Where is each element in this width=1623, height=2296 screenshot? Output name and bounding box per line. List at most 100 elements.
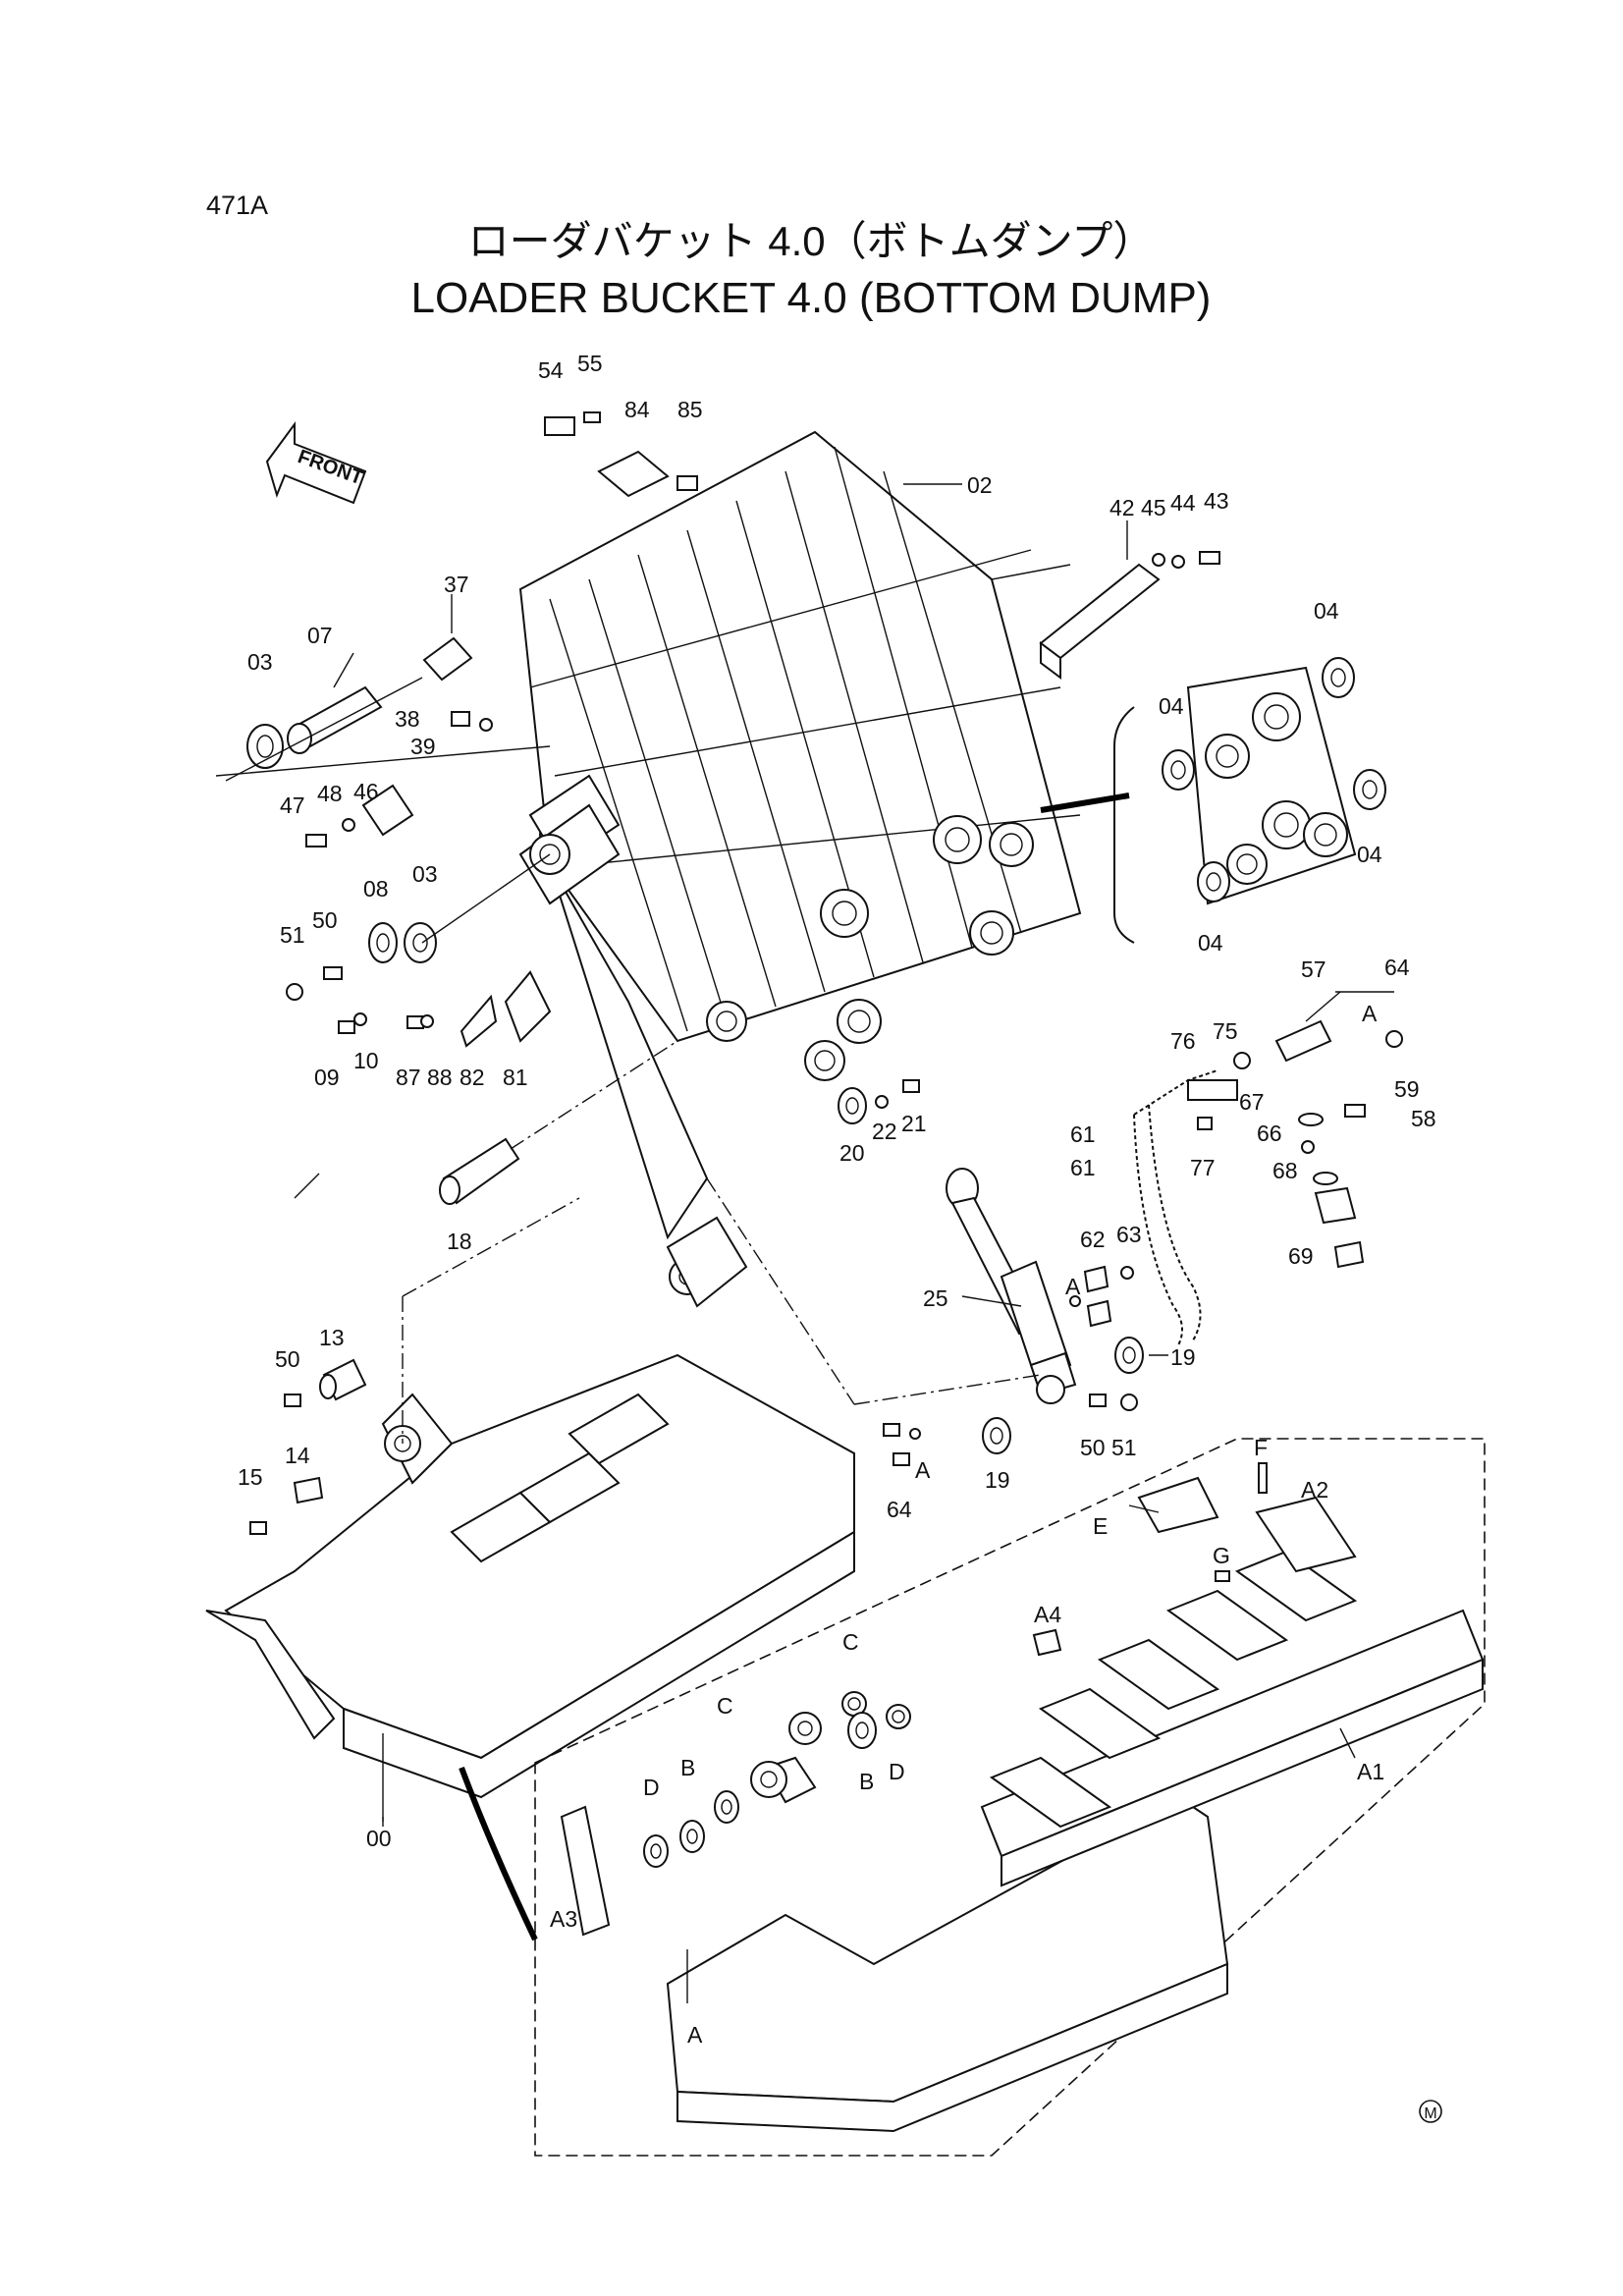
label-63: 63 xyxy=(1116,1222,1142,1247)
label-A-fitting: A xyxy=(1065,1274,1081,1299)
valve-57-group xyxy=(1187,1019,1403,1269)
label-A-bucket: A xyxy=(687,2022,703,2048)
label-22: 22 xyxy=(872,1119,897,1144)
label-43: 43 xyxy=(1204,488,1229,514)
label-B-left: B xyxy=(680,1755,695,1780)
label-18: 18 xyxy=(447,1229,472,1254)
label-15: 15 xyxy=(238,1464,263,1490)
label-51-left: 51 xyxy=(280,922,305,948)
label-64-top: 64 xyxy=(1384,955,1410,980)
label-55: 55 xyxy=(577,351,603,376)
label-04-c: 04 xyxy=(1357,842,1382,867)
label-A-valve: A xyxy=(1362,1001,1378,1026)
fittings-group xyxy=(838,1079,1144,1466)
label-A2: A2 xyxy=(1301,1477,1328,1503)
label-25: 25 xyxy=(923,1285,948,1311)
label-C-right: C xyxy=(842,1629,859,1655)
label-08: 08 xyxy=(363,876,389,902)
label-81: 81 xyxy=(503,1065,528,1090)
label-50-bucket: 50 xyxy=(275,1346,300,1372)
label-45: 45 xyxy=(1141,495,1166,520)
leader-lines xyxy=(294,483,1394,2003)
label-50-center: 50 xyxy=(1080,1435,1106,1460)
label-59: 59 xyxy=(1394,1076,1420,1102)
label-G: G xyxy=(1213,1543,1230,1568)
cover-plate-84 xyxy=(544,411,698,498)
label-07: 07 xyxy=(307,623,333,648)
label-D-left: D xyxy=(643,1775,660,1800)
label-54: 54 xyxy=(538,357,564,383)
label-68: 68 xyxy=(1272,1158,1298,1183)
title-english: LOADER BUCKET 4.0 (BOTTOM DUMP) xyxy=(411,274,1212,322)
page-code: 471A xyxy=(206,191,268,220)
label-00: 00 xyxy=(366,1826,392,1851)
label-04-b: 04 xyxy=(1159,693,1184,719)
front-arrow-icon: FRONT xyxy=(265,420,367,505)
label-44: 44 xyxy=(1170,490,1196,516)
label-A-lower: A xyxy=(915,1457,931,1483)
label-04-a: 04 xyxy=(1314,598,1339,624)
label-69: 69 xyxy=(1288,1243,1314,1269)
label-E: E xyxy=(1093,1513,1108,1539)
label-87: 87 xyxy=(396,1065,421,1090)
label-77: 77 xyxy=(1190,1155,1216,1180)
pin-08-group xyxy=(286,922,552,1048)
label-58: 58 xyxy=(1411,1106,1436,1131)
label-A3: A3 xyxy=(550,1906,577,1932)
label-88: 88 xyxy=(427,1065,453,1090)
corner-mark: M xyxy=(1419,2100,1442,2123)
label-21: 21 xyxy=(901,1111,927,1136)
label-48: 48 xyxy=(317,781,343,806)
label-F: F xyxy=(1254,1435,1268,1460)
label-61-b: 61 xyxy=(1070,1155,1096,1180)
label-10: 10 xyxy=(353,1048,379,1073)
label-47: 47 xyxy=(280,793,305,818)
label-19-lower: 19 xyxy=(985,1467,1010,1493)
label-85: 85 xyxy=(677,397,703,422)
label-84: 84 xyxy=(624,397,650,422)
label-62: 62 xyxy=(1080,1227,1106,1252)
label-D-right: D xyxy=(889,1759,905,1784)
pin-detail-inset xyxy=(1040,657,1386,944)
label-04-d: 04 xyxy=(1198,930,1223,956)
label-57: 57 xyxy=(1301,957,1326,982)
hydraulic-cylinder-25 xyxy=(706,1168,1077,1405)
corner-mark-letter: M xyxy=(1424,2105,1436,2122)
label-20: 20 xyxy=(839,1140,865,1166)
label-64-lower: 64 xyxy=(887,1497,912,1522)
label-75: 75 xyxy=(1213,1018,1238,1044)
label-C-left: C xyxy=(717,1693,733,1719)
bucket-frame-upper xyxy=(518,430,1082,1240)
label-46: 46 xyxy=(353,779,379,804)
label-39: 39 xyxy=(410,734,436,759)
title-japanese: ローダバケット 4.0（ボトムダンプ） xyxy=(468,218,1155,264)
label-13: 13 xyxy=(319,1325,345,1350)
teeth-assembly-inset xyxy=(459,1438,1486,2157)
label-82: 82 xyxy=(460,1065,485,1090)
label-02: 02 xyxy=(967,472,993,498)
bucket-body-00 xyxy=(205,1197,855,1799)
bracket-42-assembly xyxy=(991,551,1220,680)
label-03-top: 03 xyxy=(247,649,273,675)
label-51-center: 51 xyxy=(1111,1435,1137,1460)
label-67: 67 xyxy=(1239,1089,1265,1115)
label-A1: A1 xyxy=(1357,1759,1384,1784)
pin-18 xyxy=(439,1040,678,1205)
label-14: 14 xyxy=(285,1443,310,1468)
label-61-a: 61 xyxy=(1070,1121,1096,1147)
bucket-pin-13-group xyxy=(249,1358,367,1535)
left-pin-assembly xyxy=(215,636,621,963)
label-76: 76 xyxy=(1170,1028,1196,1054)
label-03-lower: 03 xyxy=(412,861,438,887)
label-19-right: 19 xyxy=(1170,1344,1196,1370)
label-B-right: B xyxy=(859,1769,874,1794)
label-A4: A4 xyxy=(1034,1602,1061,1627)
label-66: 66 xyxy=(1257,1121,1282,1146)
hose-61 xyxy=(1133,1069,1218,1346)
part-labels: 54 55 84 85 02 42 45 44 43 37 07 03 38 3… xyxy=(238,351,1436,2048)
label-50-left: 50 xyxy=(312,907,338,933)
label-09: 09 xyxy=(314,1065,340,1090)
label-38: 38 xyxy=(395,706,420,732)
